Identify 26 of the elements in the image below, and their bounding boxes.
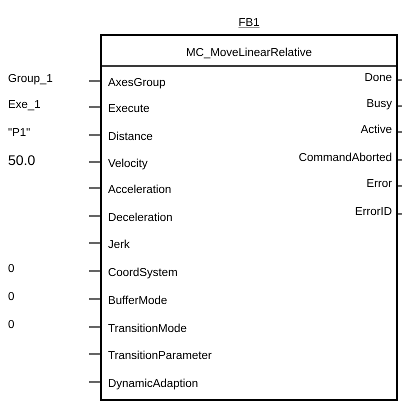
input-value: "P1" xyxy=(8,128,30,136)
pin-name: ErrorID xyxy=(356,207,392,216)
input-value: 0 xyxy=(8,292,14,300)
pin-name: Acceleration xyxy=(108,184,171,194)
pin-name: Distance xyxy=(108,132,152,140)
input-value: 50.0 xyxy=(8,155,35,166)
node-label: FB1 xyxy=(239,18,259,26)
pin-name: BufferMode xyxy=(108,296,167,304)
input-value: 0 xyxy=(8,264,14,272)
pin-name: DynamicAdaption xyxy=(108,378,198,390)
pin-name: Active xyxy=(360,124,392,134)
pin-name: Deceleration xyxy=(108,212,172,222)
pin-name: TransitionParameter xyxy=(108,350,212,360)
pin-name: CommandAborted xyxy=(299,152,392,162)
pin-name: AxesGroup xyxy=(108,78,166,88)
pin-name: Error xyxy=(367,179,392,188)
pin-name: Busy xyxy=(367,99,392,110)
pin-name: Done xyxy=(365,73,392,82)
input-value: Exe_1 xyxy=(8,100,40,110)
pin-name: TransitionMode xyxy=(108,324,186,332)
pin-name: Velocity xyxy=(108,158,148,170)
input-value: 0 xyxy=(8,320,14,328)
pin-name: Jerk xyxy=(108,240,130,248)
input-value: Group_1 xyxy=(8,74,52,84)
pin-name: CoordSystem xyxy=(108,268,177,278)
pin-name: Execute xyxy=(108,104,150,112)
